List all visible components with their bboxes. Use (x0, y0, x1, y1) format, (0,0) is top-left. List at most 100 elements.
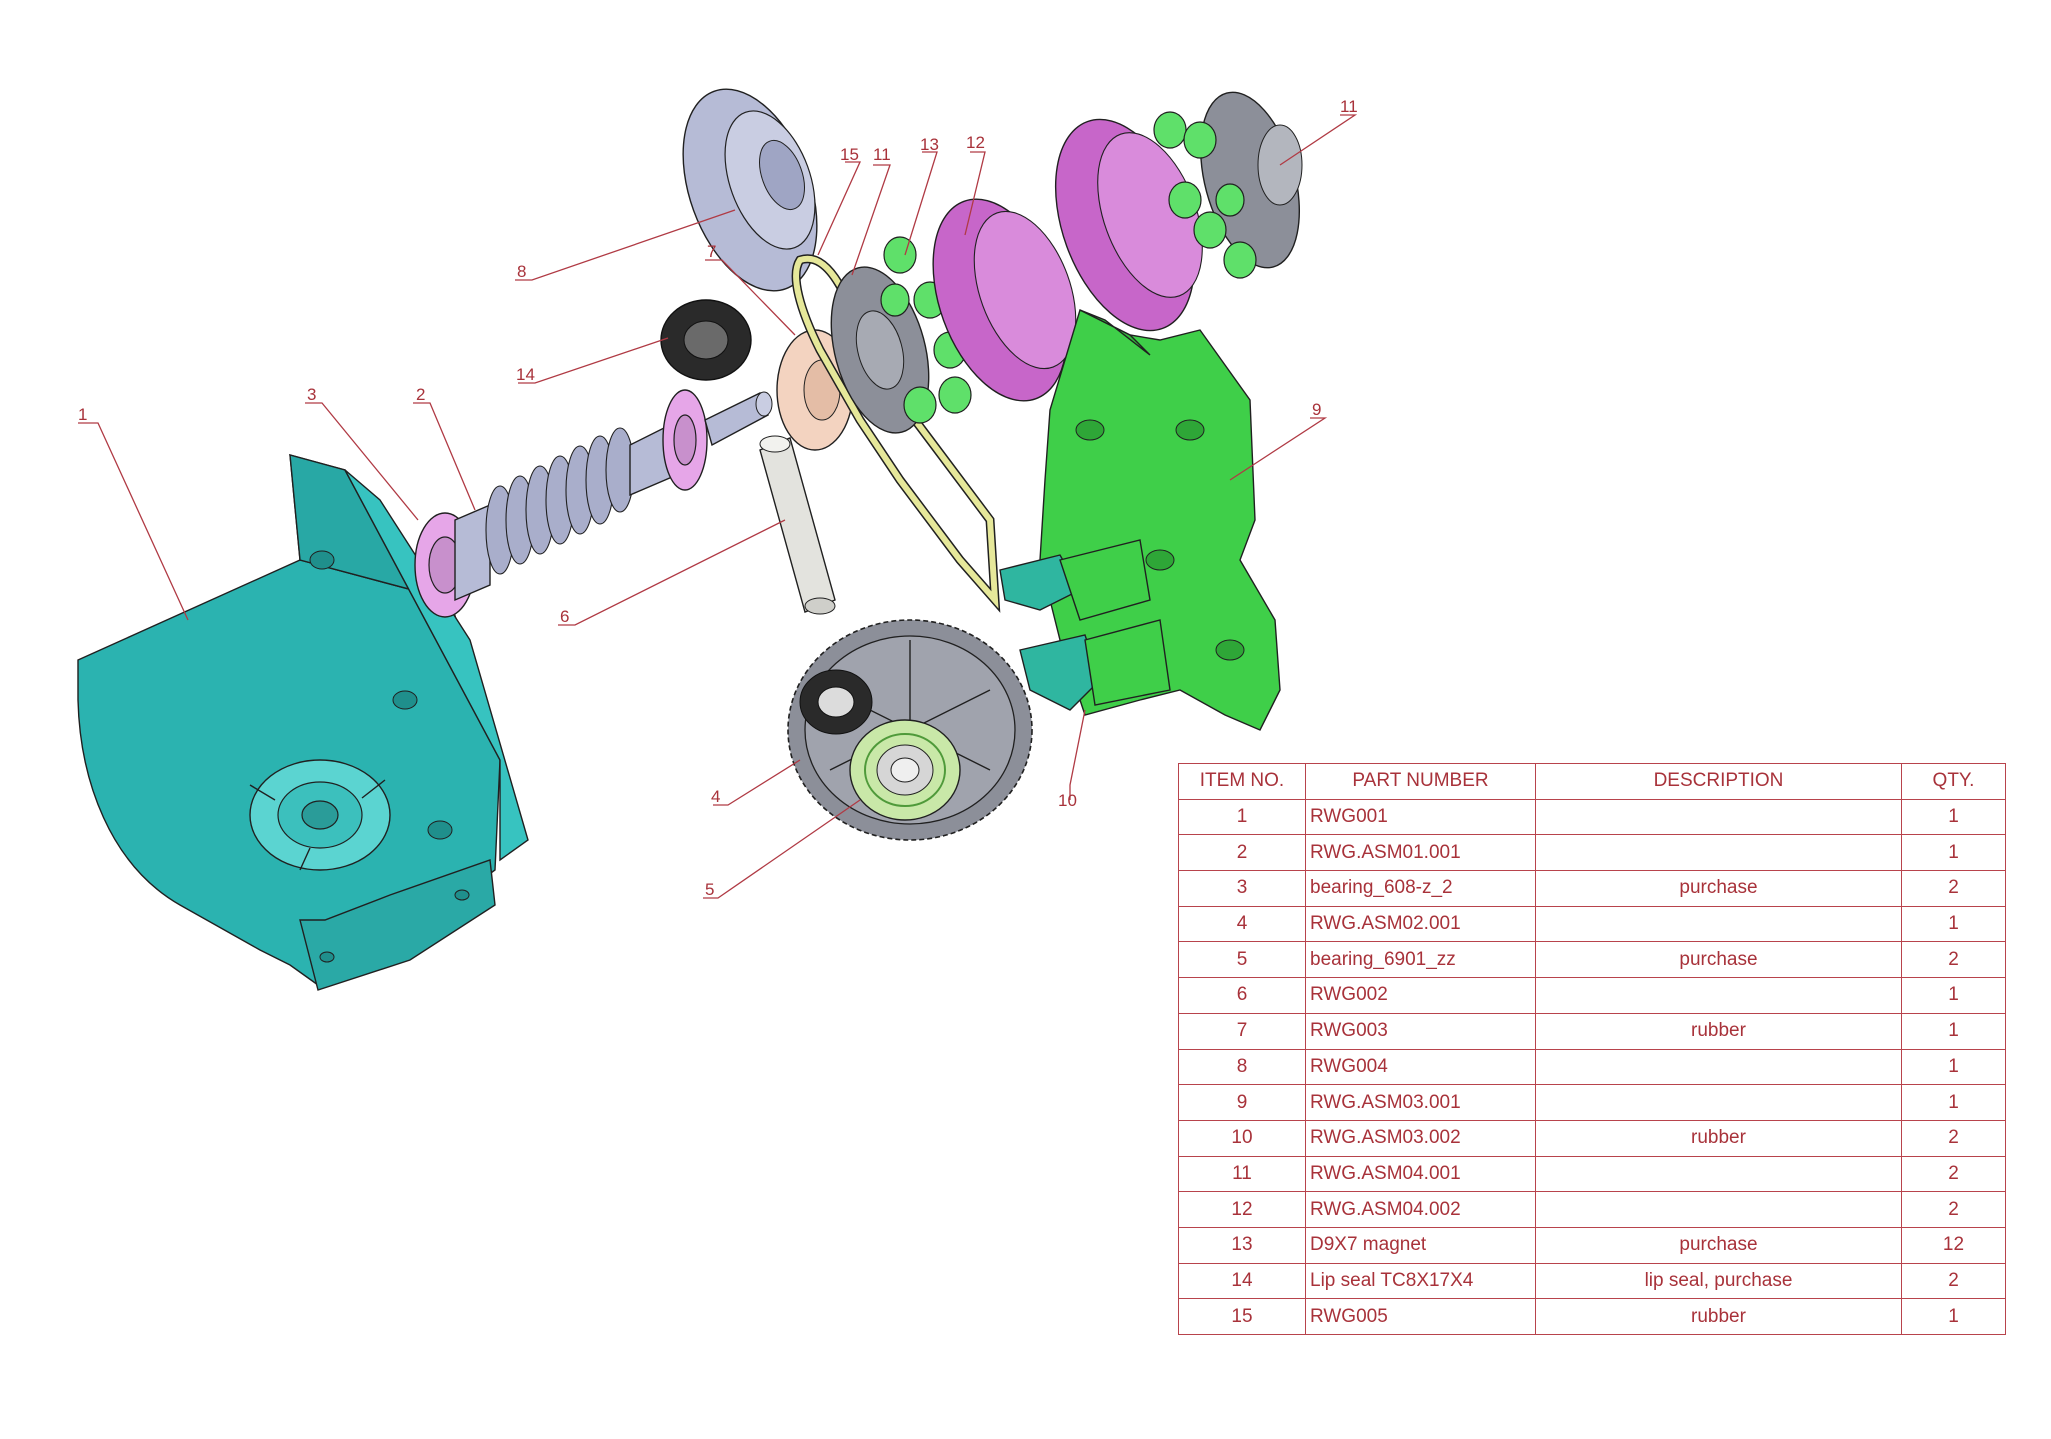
callout-7: 7 (707, 242, 716, 261)
callout-11-right: 11 (1340, 97, 1358, 116)
description (1535, 1048, 1902, 1086)
part-10-rubber-blocks (999, 539, 1171, 711)
part-12-wheel-left (932, 198, 1077, 402)
item-no: 8 (1178, 1048, 1306, 1086)
callout-10: 10 (1058, 791, 1077, 810)
qty: 2 (1901, 1155, 2006, 1193)
qty: 2 (1901, 1119, 2006, 1157)
qty: 2 (1901, 941, 2006, 979)
item-no: 6 (1178, 977, 1306, 1014)
part-9-cover (1039, 309, 1281, 731)
header-part-number: PART NUMBER (1305, 763, 1536, 800)
leader-lines (78, 114, 1358, 899)
qty: 2 (1901, 870, 2006, 907)
callout-3: 3 (307, 385, 316, 404)
item-no: 5 (1178, 941, 1306, 979)
description (1535, 977, 1902, 1014)
header-description: DESCRIPTION (1535, 763, 1902, 800)
part-number: Lip seal TC8X17X4 (1305, 1262, 1536, 1300)
description (1535, 834, 1902, 872)
header-item-no: ITEM NO. (1178, 763, 1306, 800)
part-number: RWG005 (1305, 1298, 1536, 1335)
part-number: RWG.ASM03.002 (1305, 1119, 1536, 1157)
qty: 2 (1901, 1191, 2006, 1228)
description (1535, 798, 1902, 836)
description: purchase (1535, 1226, 1902, 1264)
part-12-wheel-right (1054, 118, 1203, 332)
part-15-gasket (791, 254, 1001, 613)
callout-1: 1 (78, 405, 87, 424)
qty: 2 (1901, 1262, 2006, 1300)
callout-2: 2 (416, 385, 425, 404)
callout-12: 12 (966, 133, 985, 152)
callout-9: 9 (1312, 400, 1321, 419)
header-qty: QTY. (1901, 763, 2006, 800)
item-no: 15 (1178, 1298, 1306, 1335)
item-no: 11 (1178, 1155, 1306, 1193)
part-number: bearing_608-z_2 (1305, 870, 1536, 907)
part-5-bearing (849, 719, 961, 821)
item-no: 13 (1178, 1226, 1306, 1264)
item-no: 1 (1178, 798, 1306, 836)
callout-labels: 1 2 3 4 5 6 7 8 9 10 11 11 12 13 14 15 (78, 97, 1358, 899)
item-no: 7 (1178, 1012, 1306, 1050)
qty: 1 (1901, 905, 2006, 943)
part-number: RWG004 (1305, 1048, 1536, 1086)
description: rubber (1535, 1298, 1902, 1335)
part-number: RWG.ASM04.001 (1305, 1155, 1536, 1193)
part-6-pin-shaft (759, 435, 836, 615)
part-8-flange (682, 88, 818, 292)
description (1535, 1191, 1902, 1228)
callout-5: 5 (705, 880, 714, 899)
part-14-lip-seal (660, 299, 752, 381)
part-number: bearing_6901_zz (1305, 941, 1536, 979)
item-no: 14 (1178, 1262, 1306, 1300)
part-number: RWG.ASM01.001 (1305, 834, 1536, 872)
callout-8: 8 (517, 262, 526, 281)
description: purchase (1535, 870, 1902, 907)
qty: 1 (1901, 798, 2006, 836)
description: purchase (1535, 941, 1902, 979)
callout-6: 6 (560, 607, 569, 626)
callout-13: 13 (920, 135, 939, 154)
qty: 1 (1901, 1298, 2006, 1335)
callout-4: 4 (711, 787, 720, 806)
qty: 1 (1901, 834, 2006, 872)
description: rubber (1535, 1012, 1902, 1050)
description (1535, 1084, 1902, 1121)
item-no: 10 (1178, 1119, 1306, 1157)
qty: 1 (1901, 1048, 2006, 1086)
item-no: 12 (1178, 1191, 1306, 1228)
qty: 12 (1901, 1226, 2006, 1264)
bom-header-row: ITEM NO. PART NUMBER DESCRIPTION QTY. (1178, 763, 2006, 800)
part-number: RWG.ASM04.002 (1305, 1191, 1536, 1228)
description: rubber (1535, 1119, 1902, 1157)
qty: 1 (1901, 1084, 2006, 1121)
part-number: RWG.ASM02.001 (1305, 905, 1536, 943)
part-number: RWG001 (1305, 798, 1536, 836)
description (1535, 1155, 1902, 1193)
qty: 1 (1901, 977, 2006, 1014)
part-number: RWG.ASM03.001 (1305, 1084, 1536, 1121)
item-no: 3 (1178, 870, 1306, 907)
qty: 1 (1901, 1012, 2006, 1050)
part-number: D9X7 magnet (1305, 1226, 1536, 1264)
callout-11-left: 11 (873, 145, 891, 164)
part-2-worm-shaft (454, 389, 773, 602)
part-1-housing (77, 454, 529, 991)
